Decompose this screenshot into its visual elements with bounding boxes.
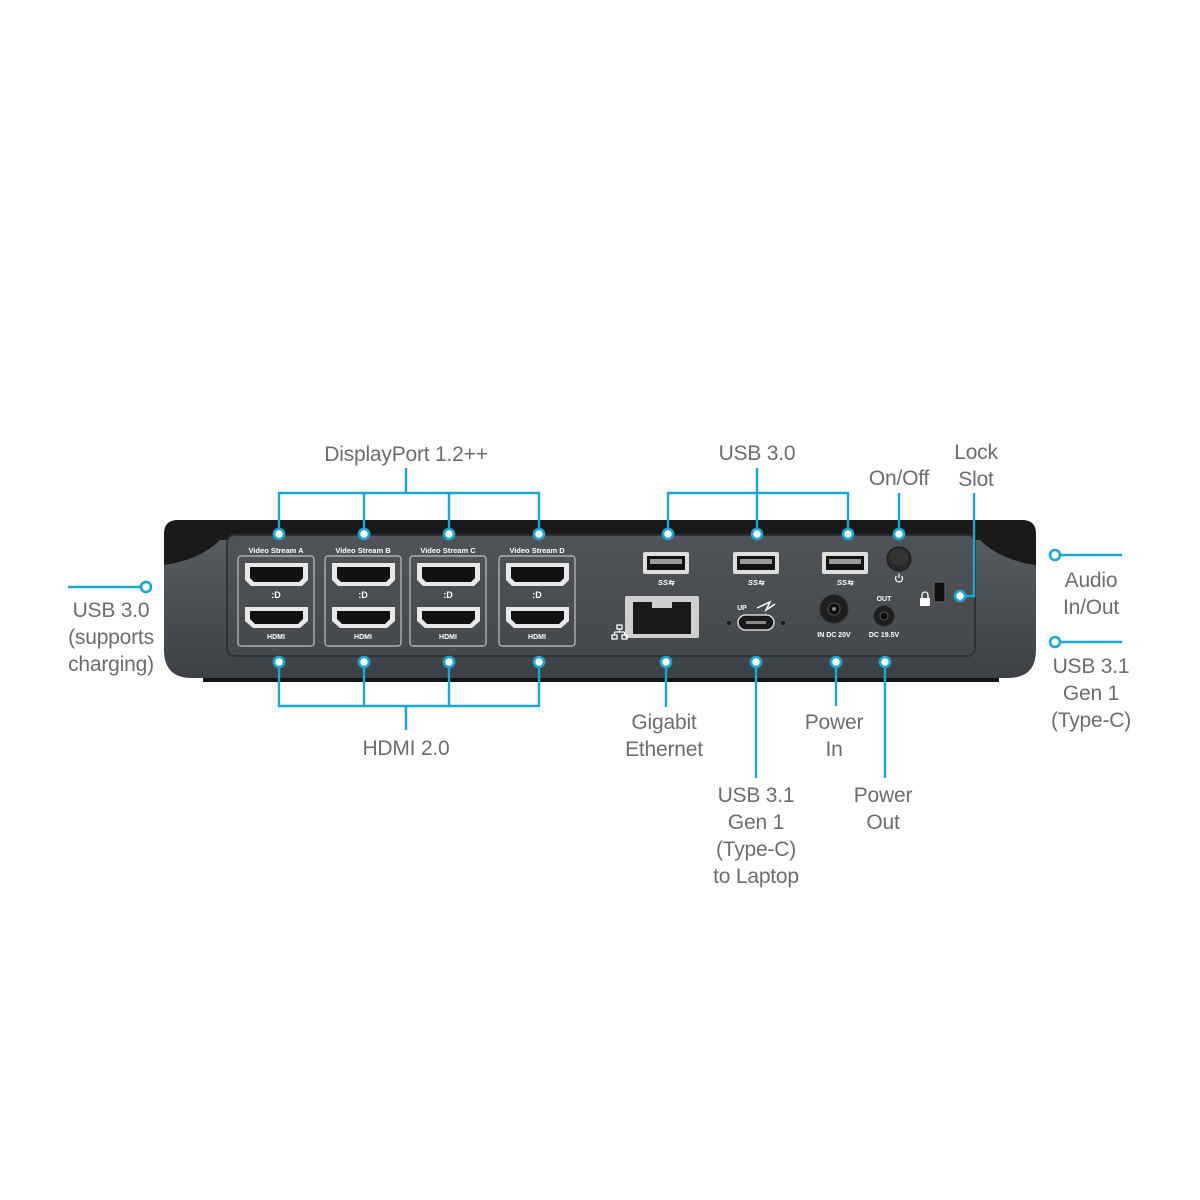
- hdmi-port-label: HDMI: [528, 634, 546, 641]
- stream-label: Video Stream C: [420, 546, 476, 555]
- dock-body: [164, 520, 1036, 682]
- hdmi-port-label: HDMI: [354, 634, 372, 641]
- power-icon: [894, 573, 904, 583]
- label-audio: Audio In/Out: [1063, 569, 1119, 619]
- displayport-icon: :D: [358, 590, 368, 600]
- displayport-icon: :D: [532, 590, 542, 600]
- video-stream-group-c: Video Stream C :D HDMI: [409, 546, 487, 647]
- usb-ss-icon: SS⇆: [748, 578, 765, 587]
- power-in-port[interactable]: IN DC 20V: [817, 594, 851, 639]
- label-onoff: On/Off: [868, 467, 930, 490]
- hdmi-port-label: HDMI: [267, 634, 285, 641]
- label-usbc-laptop: USB 3.1 Gen 1 (Type-C) to Laptop: [713, 784, 799, 888]
- stream-label: Video Stream A: [248, 546, 304, 555]
- thunderbolt-icon: [756, 600, 776, 613]
- label-usb30-side: USB 3.0 (supports charging): [68, 599, 154, 676]
- lock-slot[interactable]: [933, 581, 946, 603]
- power-in-port-label: IN DC 20V: [817, 632, 851, 639]
- displayport-icon: :D: [443, 590, 453, 600]
- callout-wires: [68, 468, 1122, 778]
- video-stream-group-d: Video Stream D :D HDMI: [498, 546, 576, 647]
- label-hdmi: HDMI 2.0: [362, 737, 450, 760]
- usb-a-port-2[interactable]: SS⇆: [733, 552, 779, 587]
- usb-up-label: UP: [737, 605, 747, 612]
- usb-ss-icon: SS⇆: [837, 578, 854, 587]
- lock-icon: [920, 591, 930, 606]
- label-lock-slot: Lock Slot: [954, 441, 998, 491]
- label-power-in: Power In: [804, 711, 864, 761]
- displayport-icon: :D: [271, 590, 281, 600]
- hdmi-port-label: HDMI: [439, 634, 457, 641]
- network-icon: [611, 624, 628, 640]
- usb-ss-icon: SS⇆: [658, 578, 675, 587]
- power-out-port-label-top: OUT: [877, 596, 893, 603]
- label-power-out: Power Out: [853, 784, 913, 834]
- ethernet-port[interactable]: [625, 596, 699, 638]
- usb-a-port-1[interactable]: SS⇆: [643, 552, 689, 587]
- stream-label: Video Stream B: [335, 546, 391, 555]
- usb-a-port-3[interactable]: SS⇆: [822, 552, 868, 587]
- stream-label: Video Stream D: [509, 546, 565, 555]
- label-usb30-top: USB 3.0: [718, 442, 796, 465]
- usb-c-laptop-port[interactable]: UP: [727, 600, 785, 631]
- power-button[interactable]: [886, 546, 912, 572]
- video-stream-group-b: Video Stream B :D HDMI: [324, 546, 402, 647]
- power-out-port-label-bottom: DC 19.5V: [869, 632, 900, 639]
- power-out-port[interactable]: OUT DC 19.5V: [869, 596, 900, 639]
- video-stream-group-a: Video Stream A :D HDMI: [237, 546, 315, 647]
- label-ethernet: Gigabit Ethernet: [625, 711, 703, 761]
- label-usb31-side: USB 3.1 Gen 1 (Type-C): [1050, 655, 1132, 732]
- label-displayport: DisplayPort 1.2++: [324, 443, 488, 466]
- callout-dots: [139, 527, 1062, 669]
